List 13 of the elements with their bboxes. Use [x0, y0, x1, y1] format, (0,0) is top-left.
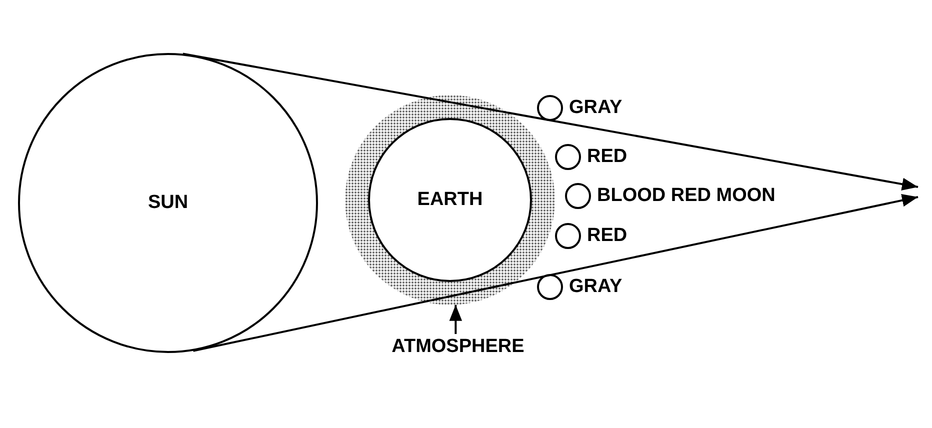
atmosphere-label: ATMOSPHERE	[368, 336, 548, 358]
moon-label: RED	[587, 146, 628, 168]
tangent-arrow	[182, 52, 918, 190]
earth-circle	[368, 118, 532, 282]
moon-label: RED	[587, 225, 628, 247]
leader-arrow	[449, 304, 462, 334]
sun-label: SUN	[148, 192, 188, 214]
moon-label: GRAY	[569, 276, 622, 298]
tangent-arrow	[193, 194, 918, 352]
moon-label: BLOOD RED MOON	[597, 185, 776, 207]
earth-label: EARTH	[417, 189, 483, 211]
moon-label: GRAY	[569, 97, 622, 119]
sun-circle	[18, 53, 318, 353]
